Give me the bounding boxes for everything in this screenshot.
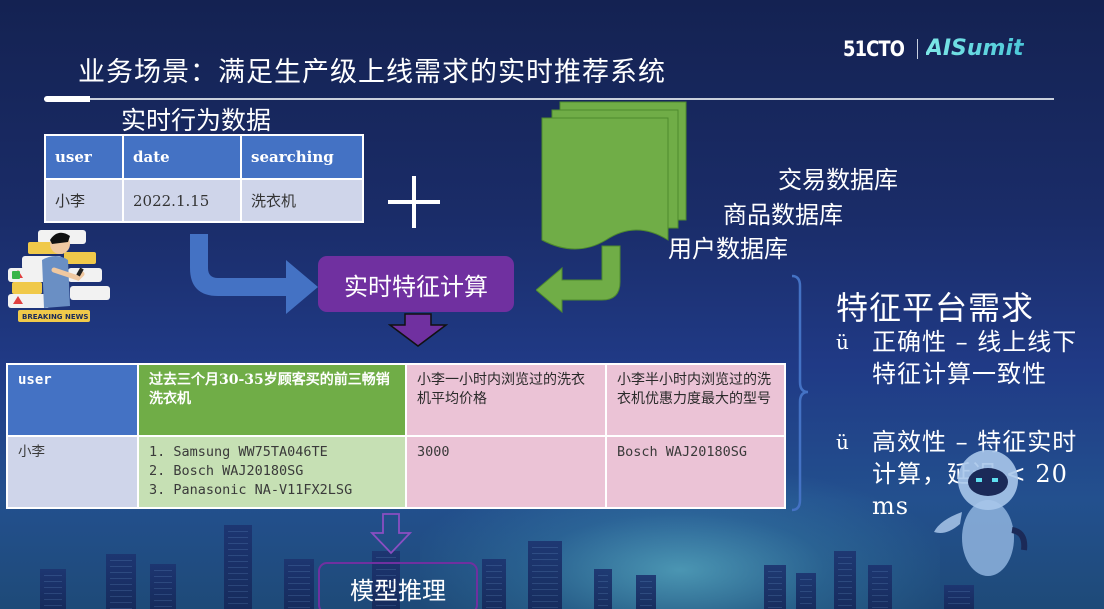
cell-best-discount-model: Bosch WAJ20180SG (605, 435, 786, 509)
cell-date: 2022.1.15 (122, 178, 242, 223)
transaction-database-label: 交易数据库 (778, 166, 898, 194)
table-header-row: user 过去三个月30-35岁顾客买的前三畅销洗衣机 小李一小时内浏览过的洗衣… (6, 363, 786, 437)
behavior-data-table: user date searching 小李 2022.1.15 洗衣机 (44, 134, 364, 223)
model-inference-box: 模型推理 (318, 562, 478, 609)
column-header-best-discount-model: 小李半小时内浏览过的洗衣机优惠力度最大的型号 (605, 363, 786, 437)
list-item: 1. Samsung WW75TA046TE (149, 444, 328, 460)
user-database-label: 用户数据库 (668, 235, 788, 263)
list-item: 3. Panasonic NA-V11FX2LSG (149, 482, 353, 498)
title-underline (44, 98, 1054, 100)
right-brace-icon (791, 274, 809, 512)
logo-divider (916, 38, 918, 59)
event-logo: 51CTO AISumit (843, 36, 1024, 61)
requirements-title: 特征平台需求 (836, 289, 1035, 327)
realtime-feature-compute-box: 实时特征计算 (318, 256, 514, 312)
top-sellers-list: 1. Samsung WW75TA046TE 2. Bosch WAJ20180… (149, 443, 395, 500)
requirement-text: 正确性 – 线上线下特征计算一致性 (872, 328, 1078, 388)
column-header-date: date (122, 134, 242, 180)
checkmark-bullet-icon: ü (836, 330, 849, 354)
column-header-avg-price: 小李一小时内浏览过的洗衣机平均价格 (405, 363, 607, 437)
cell-searching: 洗衣机 (240, 178, 364, 223)
cell-user: 小李 (44, 178, 124, 223)
product-database-label: 商品数据库 (723, 201, 843, 229)
table-row: 小李 2022.1.15 洗衣机 (44, 178, 364, 223)
table-row: 小李 1. Samsung WW75TA046TE 2. Bosch WAJ20… (6, 435, 786, 509)
blue-bent-arrow-icon (190, 234, 318, 314)
behavior-data-label: 实时行为数据 (121, 106, 272, 135)
page-title: 业务场景：满足生产级上线需求的实时推荐系统 (78, 57, 666, 88)
column-header-searching: searching (240, 134, 364, 180)
robot-mascot-illustration (934, 450, 1028, 576)
checkmark-bullet-icon: ü (836, 430, 849, 454)
feature-table: user 过去三个月30-35岁顾客买的前三畅销洗衣机 小李一小时内浏览过的洗衣… (6, 363, 786, 509)
table-header-row: user date searching (44, 134, 364, 180)
outline-down-arrow-icon (370, 513, 412, 555)
logo-51cto: 51CTO (843, 36, 905, 61)
person-phone-news-illustration: BREAKING NEWS (8, 230, 110, 322)
svg-text:BREAKING NEWS: BREAKING NEWS (22, 313, 88, 321)
purple-down-arrow-icon (388, 313, 448, 347)
title-underline-accent (44, 96, 90, 102)
requirement-correctness: ü 正确性 – 线上线下特征计算一致性 (836, 326, 1092, 390)
logo-aisumit: AISumit (925, 36, 1024, 61)
list-item: 2. Bosch WAJ20180SG (149, 463, 304, 479)
column-header-top-sellers: 过去三个月30-35岁顾客买的前三畅销洗衣机 (137, 363, 407, 437)
cell-avg-price: 3000 (405, 435, 607, 509)
column-header-user: user (44, 134, 124, 180)
database-documents-stack-icon (536, 101, 687, 314)
city-skyline-background (0, 499, 1104, 609)
column-header-user: user (6, 363, 139, 437)
plus-icon (388, 176, 440, 228)
cell-top-sellers: 1. Samsung WW75TA046TE 2. Bosch WAJ20180… (137, 435, 407, 509)
cell-user: 小李 (6, 435, 139, 509)
